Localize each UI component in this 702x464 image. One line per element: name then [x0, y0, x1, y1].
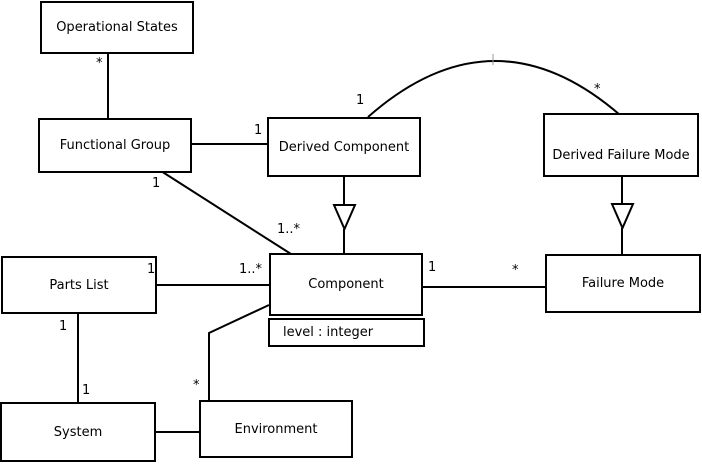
class-derived-failure-mode: Derived Failure Mode — [543, 113, 699, 177]
multiplicity-component-one-to-many-upper: 1..* — [277, 222, 301, 237]
class-component: Component — [269, 253, 423, 316]
multiplicity-arc-star: * — [594, 82, 601, 97]
class-label: Derived Component — [278, 139, 410, 155]
class-label: Component — [308, 277, 384, 292]
class-derived-component: Derived Component — [267, 117, 421, 177]
multiplicity-component-one-to-many-left: 1..* — [239, 262, 263, 277]
class-label: Derived Failure Mode — [552, 147, 690, 163]
multiplicity-functional-group-one: 1 — [152, 176, 161, 191]
class-label: Environment — [234, 421, 318, 437]
class-operational-states: Operational States — [40, 1, 194, 54]
class-label: Functional Group — [59, 138, 171, 153]
multiplicity-failure-mode-star: * — [512, 263, 519, 278]
multiplicity-operational-states-star: * — [96, 56, 103, 71]
attribute-label: level : integer — [283, 325, 374, 340]
class-label: Operational States — [56, 20, 178, 35]
edge-environment-component — [208, 304, 270, 400]
multiplicity-derived-component-one: 1 — [254, 123, 263, 138]
class-label: Failure Mode — [581, 276, 665, 291]
edge-arc-derived-component-derived-failure-mode — [367, 60, 621, 118]
class-parts-list: Parts List — [1, 256, 157, 314]
multiplicity-parts-list-system-one-top: 1 — [59, 319, 68, 334]
generalization-triangle-icon — [610, 203, 635, 231]
generalization-triangle-icon — [332, 204, 357, 232]
edge-functional-group-component — [160, 170, 292, 255]
multiplicity-system-one: 1 — [82, 383, 91, 398]
multiplicity-parts-list-one: 1 — [147, 262, 156, 277]
class-functional-group: Functional Group — [38, 118, 192, 173]
class-environment: Environment — [199, 400, 353, 458]
class-label: System — [53, 424, 103, 440]
class-failure-mode: Failure Mode — [545, 254, 701, 313]
class-system: System — [0, 402, 156, 462]
multiplicity-arc-one: 1 — [356, 93, 365, 108]
multiplicity-component-one-right: 1 — [428, 260, 437, 275]
class-component-attribute-compartment: level : integer — [268, 318, 425, 347]
multiplicity-environment-star: * — [193, 378, 200, 393]
class-label: Parts List — [49, 277, 109, 293]
